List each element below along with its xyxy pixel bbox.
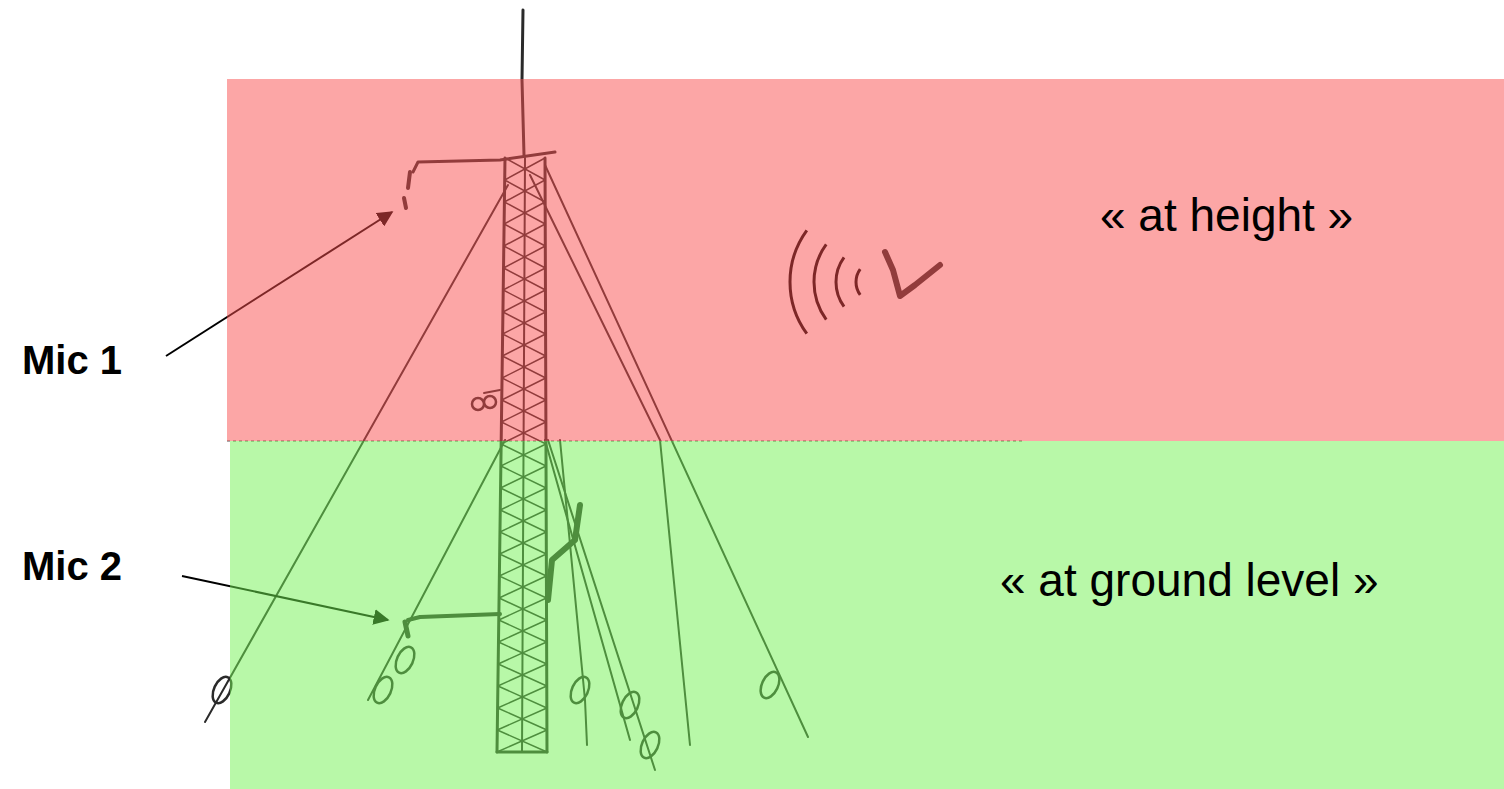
- height-band: « at height »: [227, 79, 1504, 441]
- band-label: « at ground level »: [1000, 555, 1379, 606]
- mic-label: Mic 1: [22, 338, 122, 382]
- band-label: « at height »: [1100, 190, 1353, 241]
- height-band: « at ground level »: [230, 441, 1504, 789]
- mic-label: Mic 2: [22, 544, 122, 588]
